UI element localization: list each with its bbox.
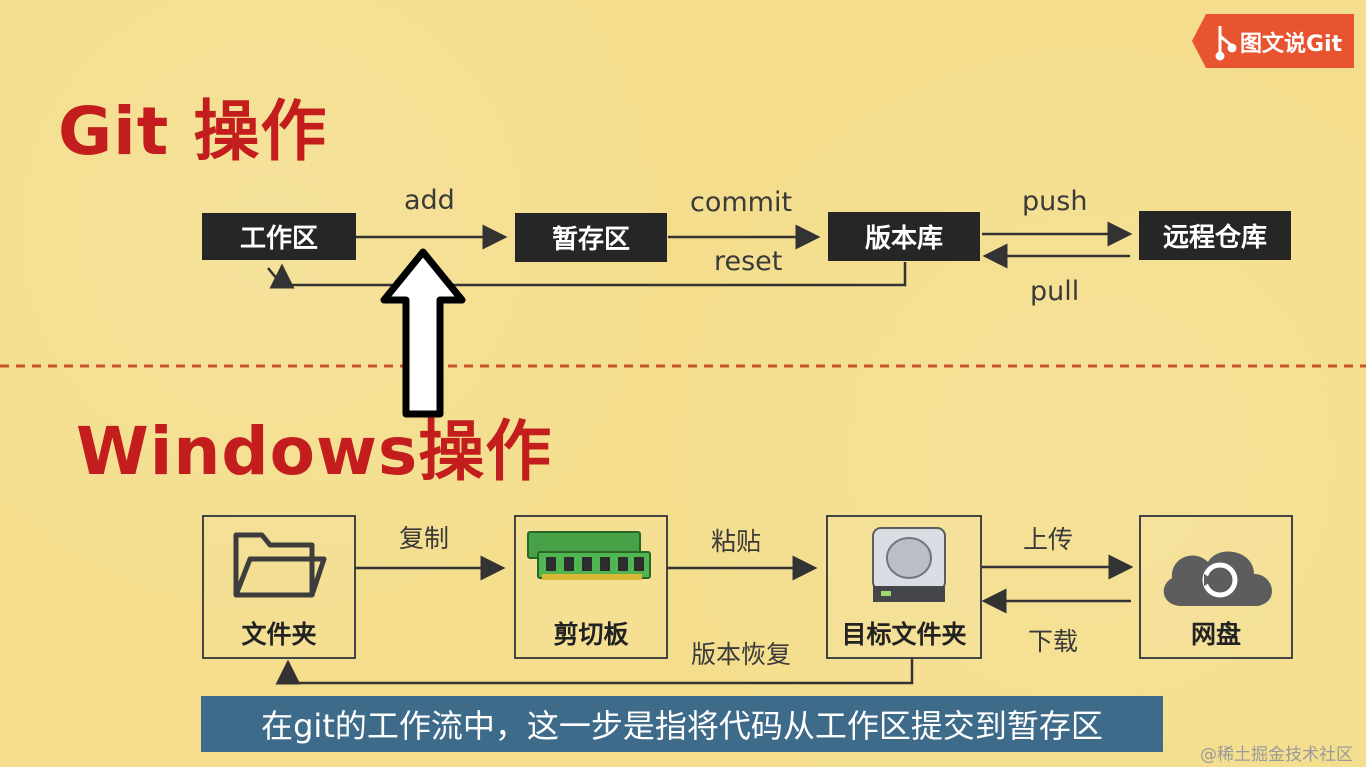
folder-icon (233, 532, 327, 598)
op-restore-label: 版本恢复 (691, 640, 792, 669)
highlight-up-arrow (380, 248, 466, 418)
op-commit-label: commit (690, 187, 793, 218)
op-download-label: 下载 (1028, 627, 1079, 656)
watermark: @稀土掘金技术社区 (1200, 745, 1353, 765)
node-workspace: 工作区 (202, 213, 356, 260)
restore-arrow (288, 658, 914, 685)
node-folder-label: 文件夹 (241, 620, 317, 649)
op-push-label: push (1022, 186, 1088, 217)
op-reset-label: reset (714, 246, 783, 277)
node-cloud-drive: 网盘 (1139, 515, 1293, 659)
node-staging-area: 暂存区 (515, 213, 667, 262)
op-upload-label: 上传 (1023, 525, 1074, 554)
node-folder: 文件夹 (202, 515, 356, 659)
node-clipboard: 剪切板 (514, 515, 668, 659)
logo-badge (1192, 14, 1354, 68)
reset-arrow (267, 262, 907, 287)
git-branch-icon (1215, 26, 1237, 61)
op-add-label: add (404, 185, 455, 216)
node-remote-repository: 远程仓库 (1139, 211, 1291, 260)
node-target-folder-label: 目标文件夹 (841, 620, 967, 649)
git-section-title: Git 操作 (58, 93, 328, 170)
op-paste-label: 粘贴 (711, 527, 762, 556)
windows-section-title: Windows操作 (76, 413, 553, 490)
op-pull-label: pull (1030, 276, 1080, 307)
node-cloud-drive-label: 网盘 (1190, 620, 1241, 649)
hard-drive-icon (872, 527, 946, 602)
node-clipboard-label: 剪切板 (553, 620, 629, 649)
logo-text: 图文说Git (1240, 32, 1343, 57)
memory-module-icon (527, 531, 651, 580)
video-subtitle: 在git的工作流中，这一步是指将代码从工作区提交到暂存区 (201, 696, 1163, 752)
cloud-sync-icon (1163, 551, 1272, 606)
op-copy-label: 复制 (399, 524, 450, 553)
node-target-folder: 目标文件夹 (826, 515, 982, 659)
node-repository: 版本库 (828, 212, 980, 261)
